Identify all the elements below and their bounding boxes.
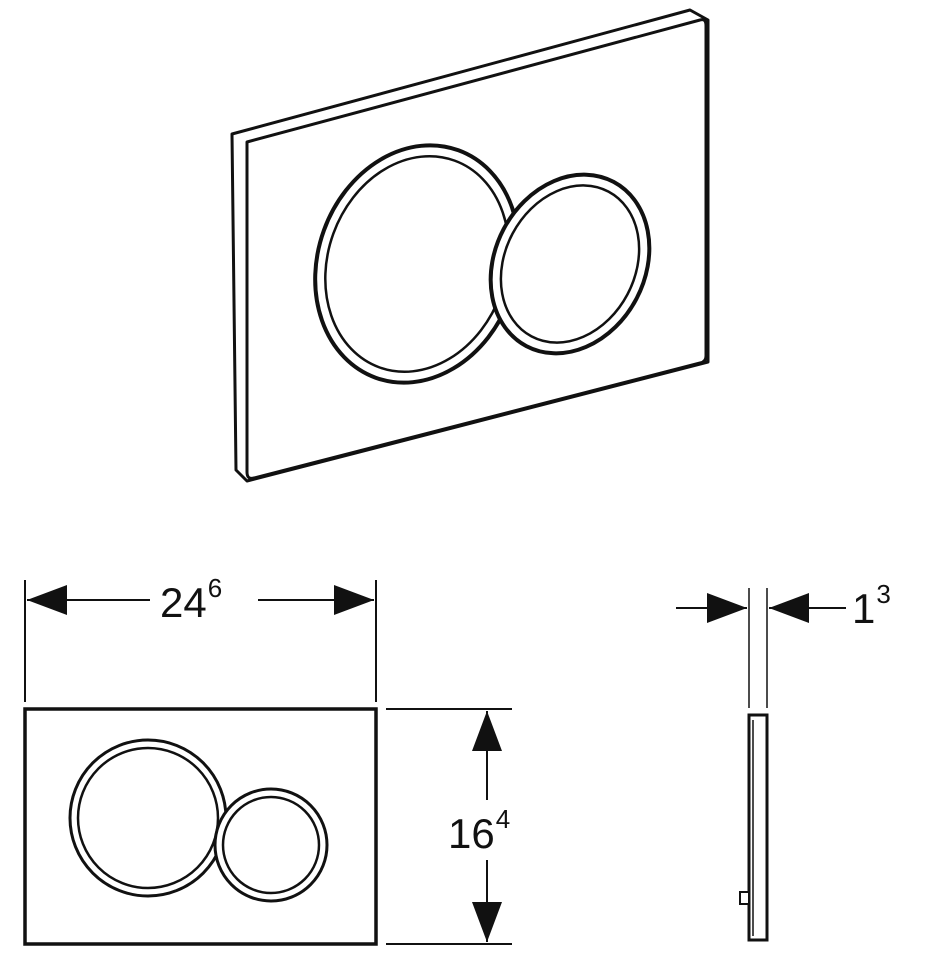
side-plate-outline (747, 713, 769, 942)
height-dimension-label: 164 (448, 806, 510, 857)
width-dimension-label: 246 (160, 575, 222, 626)
iso-large-button (313, 143, 521, 385)
thickness-superscript: 3 (876, 579, 891, 609)
thickness-dimension (676, 588, 846, 708)
width-superscript: 6 (207, 573, 223, 603)
side-mount-tab (739, 891, 750, 905)
front-large-button (68, 738, 228, 898)
width-dimension (24, 580, 377, 702)
front-view (23, 707, 378, 946)
front-small-ring-inner (221, 795, 321, 895)
thickness-value: 1 (852, 585, 876, 632)
side-view (739, 713, 769, 942)
height-value: 16 (448, 810, 495, 857)
iso-small-button (488, 172, 652, 356)
height-superscript: 4 (495, 804, 511, 834)
thickness-dimension-label: 13 (852, 581, 891, 632)
isometric-view (230, 8, 710, 483)
front-small-button (213, 787, 329, 903)
front-large-ring-inner (76, 746, 220, 890)
width-value: 24 (160, 579, 207, 626)
iso-small-ring-inner (499, 184, 641, 344)
height-dimension (386, 708, 512, 945)
